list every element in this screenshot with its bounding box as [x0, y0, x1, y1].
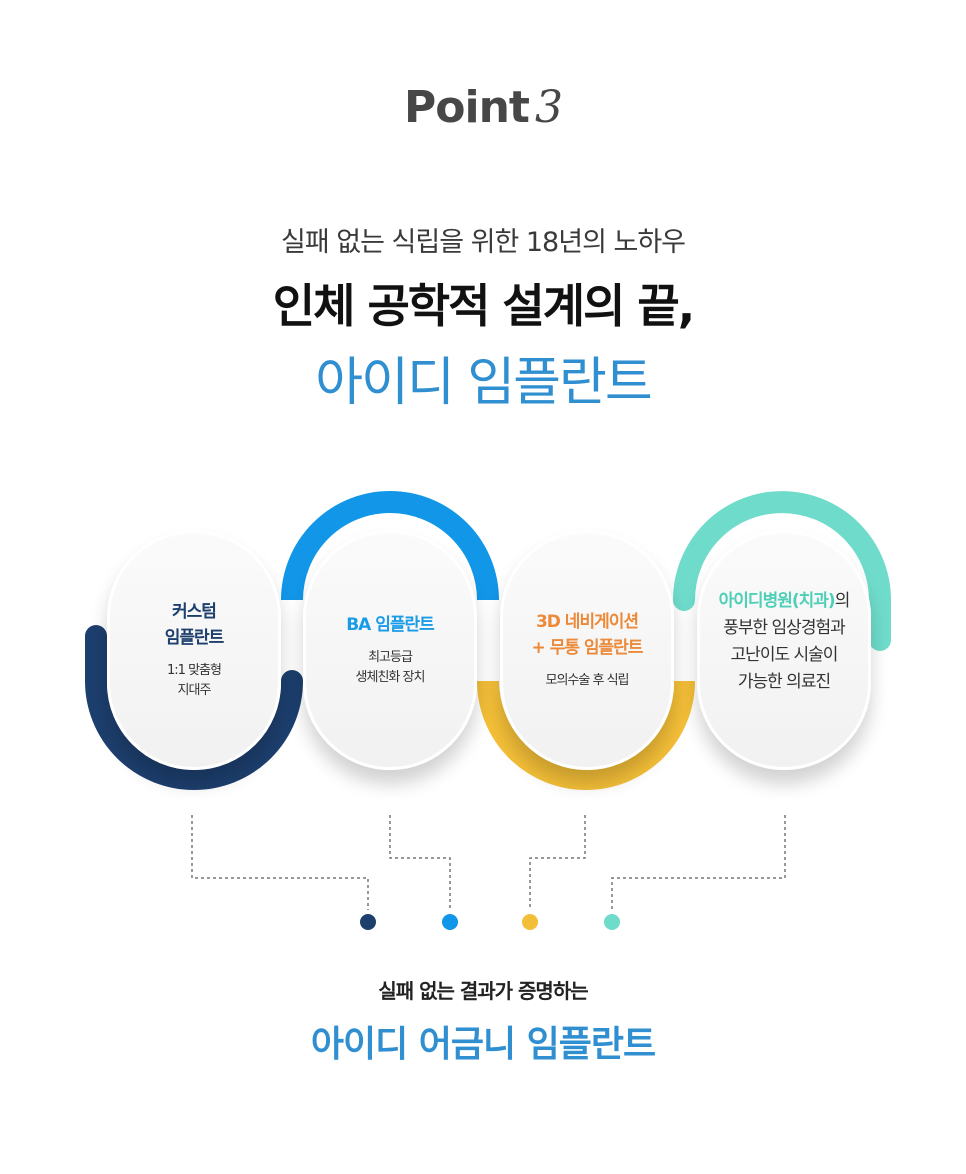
feature-desc: 아이디병원(치과)의 풍부한 임상경험과 고난이도 시술이 가능한 의료진 [718, 588, 851, 696]
desc-line: 생체친화 장치 [355, 670, 426, 685]
desc-line: 모의수술 후 식립 [545, 673, 630, 688]
navy-arc [85, 625, 303, 790]
yellow-arc [477, 680, 695, 790]
feature-desc: 모의수술 후 식립 [545, 671, 630, 691]
title-line: BA 임플란트 [346, 615, 435, 635]
brand-line: 아이디 임플란트 [315, 353, 652, 413]
dotted-connector-2 [389, 815, 451, 910]
title-suffix: 의 [834, 591, 851, 611]
teal-arc [673, 491, 891, 651]
point-number: 3 [534, 82, 563, 133]
hospital-name: 아이디병원(치과) [718, 591, 836, 611]
desc-line: 지대주 [177, 683, 212, 698]
title-line: 3D 네비게이션 [535, 612, 639, 632]
desc-line: 가능한 의료진 [737, 672, 831, 692]
dotted-connector-1 [191, 815, 369, 910]
title-line: 커스텀 [172, 602, 217, 622]
dot-blue [442, 914, 458, 930]
dot-yellow [522, 914, 538, 930]
desc-line: 1:1 맞춤형 [167, 663, 222, 678]
feature-title: BA 임플란트 [346, 612, 435, 638]
feature-card-medical-team: 아이디병원(치과)의 풍부한 임상경험과 고난이도 시술이 가능한 의료진 [697, 530, 871, 770]
blue-arc [281, 491, 499, 601]
footer-title: 아이디 어금니 임플란트 [310, 1024, 656, 1065]
subtitle: 실패 없는 식립을 위한 18년의 노하우 [280, 227, 686, 258]
feature-card-3d-navigation: 3D 네비게이션 + 무통 임플란트 모의수술 후 식립 [500, 530, 674, 770]
desc-line: 최고등급 [368, 650, 413, 665]
desc-line: 풍부한 임상경험과 [723, 618, 846, 638]
dot-teal [604, 914, 620, 930]
title-line: + 무통 임플란트 [531, 638, 644, 658]
footer-subtitle: 실패 없는 결과가 증명하는 [378, 979, 588, 1003]
feature-title: 3D 네비게이션 + 무통 임플란트 [531, 609, 644, 661]
title-line: 임플란트 [164, 628, 225, 648]
desc-line: 고난이도 시술이 [730, 645, 839, 665]
point-word: Point [404, 82, 530, 133]
dotted-connector-3 [529, 815, 586, 910]
dotted-connector-4 [611, 815, 786, 910]
dot-navy [360, 914, 376, 930]
headline: 인체 공학적 설계의 끝, [272, 279, 695, 333]
